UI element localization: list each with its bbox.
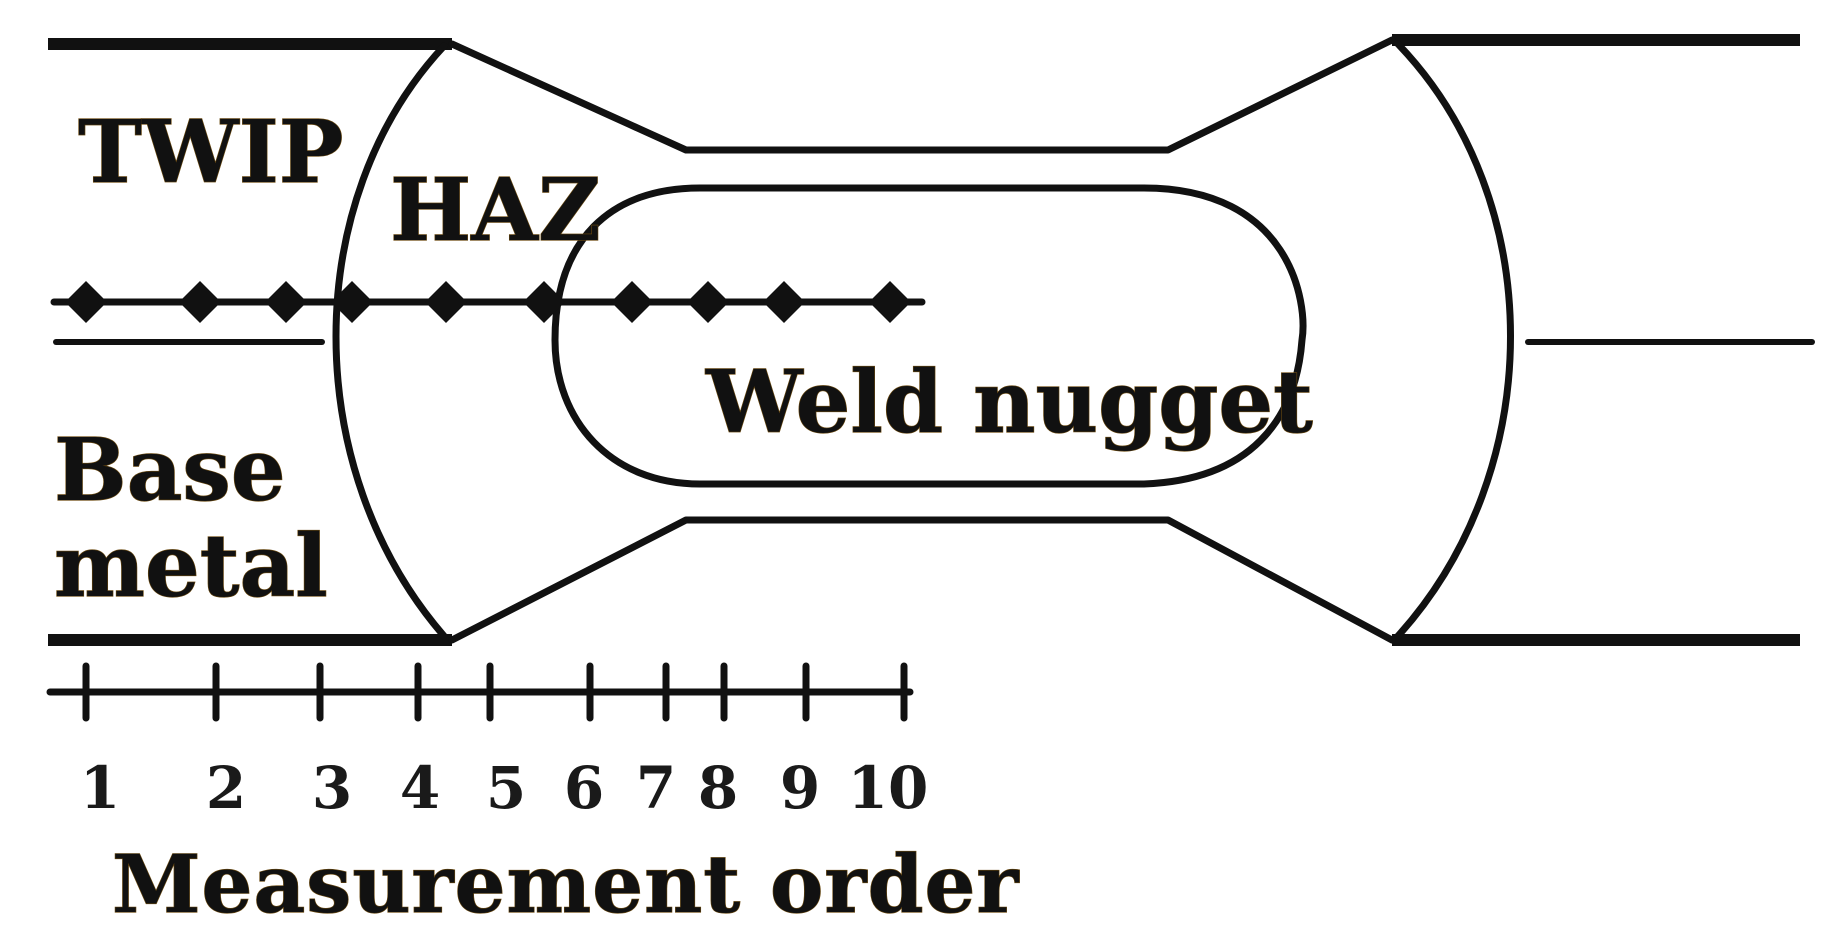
scale-tick-label-2: 2 <box>206 754 246 822</box>
measurement-point-3 <box>265 281 307 323</box>
scale-tick-label-3: 3 <box>312 754 352 822</box>
weld-nugget-outline <box>551 184 1307 488</box>
scale-tick-label-9: 9 <box>780 754 820 822</box>
bottom-indentation <box>448 516 1396 644</box>
measurement-point-7 <box>611 281 653 323</box>
scale-tick-label-1: 1 <box>80 754 120 822</box>
measurement-point-4 <box>331 281 373 323</box>
measurement-point-6 <box>523 281 565 323</box>
scale-tick-label-7: 7 <box>636 754 676 822</box>
measurement-point-2 <box>179 281 221 323</box>
measurement-point-9 <box>763 281 805 323</box>
scale-tick-label-10: 10 <box>848 754 929 822</box>
axis-title: Measurement order <box>112 837 1020 931</box>
weld-nugget-label: Weld nugget <box>705 352 1313 453</box>
measurement-points <box>65 281 911 323</box>
haz-boundary <box>332 40 1514 640</box>
scale-ticks <box>82 662 908 722</box>
scale-tick-label-5: 5 <box>486 754 526 822</box>
base-metal-label-line1: Base <box>54 420 286 521</box>
haz-label: HAZ <box>390 160 601 261</box>
scale-tick-label-8: 8 <box>698 754 738 822</box>
top-indentation <box>448 36 1396 154</box>
haz-boundary-left <box>332 42 448 640</box>
measurement-point-5 <box>425 281 467 323</box>
sheet-outline <box>48 34 1815 646</box>
indentation-profile <box>448 36 1396 644</box>
haz-boundary-right <box>1394 40 1514 640</box>
measurement-point-8 <box>687 281 729 323</box>
base-metal-label-line2: metal <box>54 516 328 617</box>
scale-tick-label-6: 6 <box>564 754 604 822</box>
scale-tick-label-4: 4 <box>400 754 440 822</box>
twip-label: TWIP <box>78 102 343 203</box>
measurement-point-10 <box>869 281 911 323</box>
measurement-point-1 <box>65 281 107 323</box>
